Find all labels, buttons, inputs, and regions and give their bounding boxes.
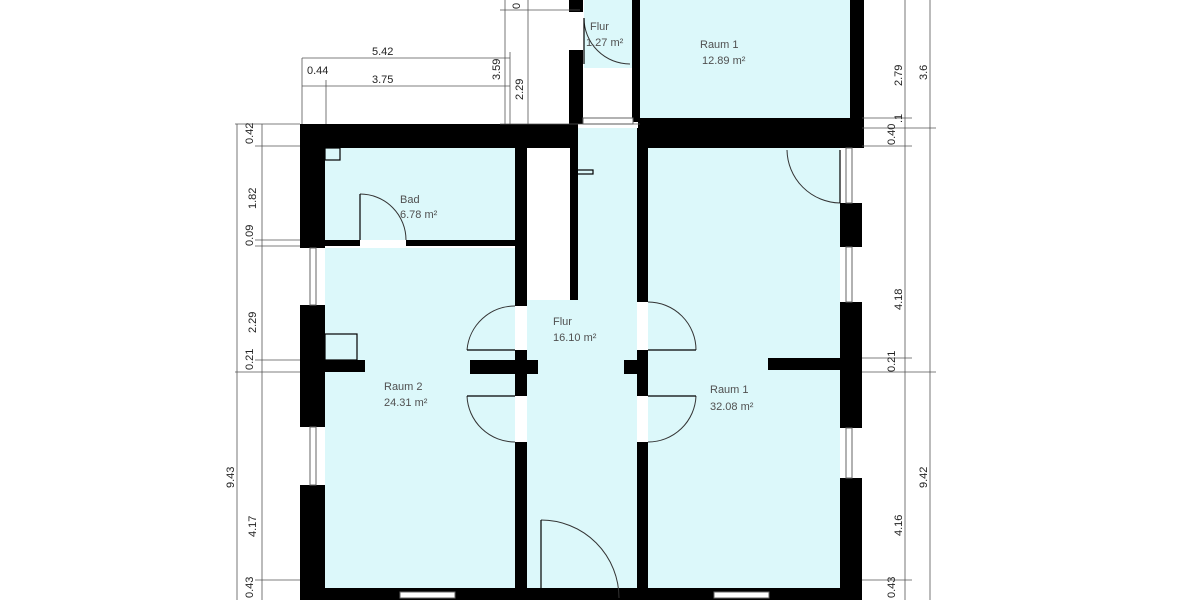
wall-right-4	[840, 478, 862, 600]
dim-right-0-43: 0.43	[886, 577, 898, 598]
walls	[300, 0, 864, 600]
dim-right-2-79: 2.79	[893, 65, 905, 86]
room-raum2-fill	[325, 248, 515, 588]
dim-right-0-40: 0.40	[886, 124, 898, 145]
wall-top-left	[300, 124, 578, 148]
room-flur-corridor-fill	[577, 128, 637, 308]
wall-right-2	[840, 203, 862, 247]
room-bad-area: 6.78 m²	[400, 209, 438, 221]
dim-left-2-29: 2.29	[247, 312, 259, 333]
dim-top-v0: 0	[511, 3, 523, 9]
dim-left-0-43: 0.43	[244, 577, 256, 598]
wall-bottom	[300, 588, 862, 600]
dimension-lines	[235, 0, 936, 600]
window-upper	[582, 117, 634, 125]
room-flur-area: 16.10 m²	[553, 332, 597, 344]
window-left-2	[309, 426, 317, 486]
wall-upper-left	[632, 0, 640, 122]
room-raum2-name: Raum 2	[384, 381, 423, 393]
dim-top-offset: 0.44	[307, 65, 328, 77]
wall-upper-right	[850, 0, 864, 122]
room-flur-small-area: 1.27 m²	[586, 37, 624, 49]
wall-flur-right-bottom	[637, 442, 648, 600]
window-bottom-2	[713, 591, 770, 599]
wall-right-1	[840, 122, 862, 148]
window-bottom-1	[399, 591, 456, 599]
window-right-3	[845, 427, 853, 479]
wall-small-flur-left	[569, 50, 583, 124]
bad-corner-mark	[324, 147, 341, 161]
door-corridor-mark	[574, 169, 594, 175]
room-flur-name: Flur	[553, 316, 572, 328]
dim-right-total: 9.42	[918, 467, 930, 488]
dim-right-4-18: 4.18	[893, 289, 905, 310]
room-raum2-area: 24.31 m²	[384, 397, 428, 409]
dim-left-0-42: 0.42	[244, 123, 256, 144]
raum2-niche-mark	[324, 333, 358, 361]
doors	[324, 17, 841, 599]
room-raum1-name: Raum 1	[710, 384, 749, 396]
door-raum1-swing	[786, 149, 841, 204]
dim-right-0-1: .1	[893, 114, 905, 123]
window-right-2	[845, 246, 853, 303]
room-raum1-upper-area: 12.89 m²	[702, 55, 746, 67]
door-flur-right-lower-swing	[647, 395, 697, 443]
dim-left-1-82: 1.82	[247, 188, 259, 209]
wall-small-flur-top	[569, 0, 583, 12]
dim-right-0-21: 0.21	[886, 351, 898, 372]
wall-left-stub	[300, 360, 365, 372]
wall-flur-left-bottom	[515, 442, 527, 600]
dim-top-inner: 3.75	[372, 74, 393, 86]
door-flur-left-upper-swing	[466, 305, 516, 351]
dim-left-0-21: 0.21	[244, 349, 256, 370]
room-bad-name: Bad	[400, 194, 420, 206]
dim-top-v1: 3.59	[491, 59, 503, 80]
wall-bad-bottom-b	[406, 240, 524, 246]
wall-flur-left-top	[515, 124, 527, 306]
dimension-labels: 5.42 0.44 3.75 3.59 2.29 0 0.42 1.82 0.0…	[225, 3, 930, 598]
room-fills	[325, 0, 850, 600]
room-flur-small-fill	[584, 0, 632, 68]
dim-top-total: 5.42	[372, 46, 393, 58]
dim-right-3-6: 3.6	[918, 65, 930, 80]
room-raum1-upper-name: Raum 1	[700, 39, 739, 51]
dim-left-total: 9.43	[225, 467, 237, 488]
room-flur-small-name: Flur	[590, 21, 609, 33]
window-left-1	[309, 247, 317, 306]
room-bad-fill	[325, 148, 515, 240]
wall-left-3	[300, 485, 325, 600]
room-raum1-area: 32.08 m²	[710, 401, 754, 413]
door-entrance-swing	[540, 519, 620, 599]
dim-top-v2: 2.29	[514, 79, 526, 100]
wall-right-stub	[768, 358, 862, 370]
wall-flur-right-top	[637, 128, 648, 302]
room-labels: Raum 1 12.89 m² Flur 1.27 m² Bad 6.78 m²…	[384, 21, 754, 413]
wall-corridor-inner	[570, 128, 578, 300]
door-small-flur-swing	[583, 17, 631, 65]
wall-flur-stub-left	[470, 360, 538, 374]
door-bad-swing	[359, 193, 407, 241]
wall-left-1	[300, 124, 325, 248]
wall-flur-stub-right	[624, 360, 648, 374]
room-raum1-upper-fill	[638, 0, 850, 118]
windows	[309, 117, 853, 599]
dim-left-0-09: 0.09	[244, 225, 256, 246]
wall-bad-bottom-a	[325, 240, 360, 246]
door-flur-left-lower-swing	[466, 395, 516, 443]
dim-right-4-16: 4.16	[893, 515, 905, 536]
room-flur-fill	[527, 300, 637, 600]
dim-left-4-17: 4.17	[247, 516, 259, 537]
window-right-1	[845, 147, 853, 204]
wall-upper-bottom	[638, 118, 864, 148]
door-flur-right-upper-swing	[647, 301, 697, 351]
